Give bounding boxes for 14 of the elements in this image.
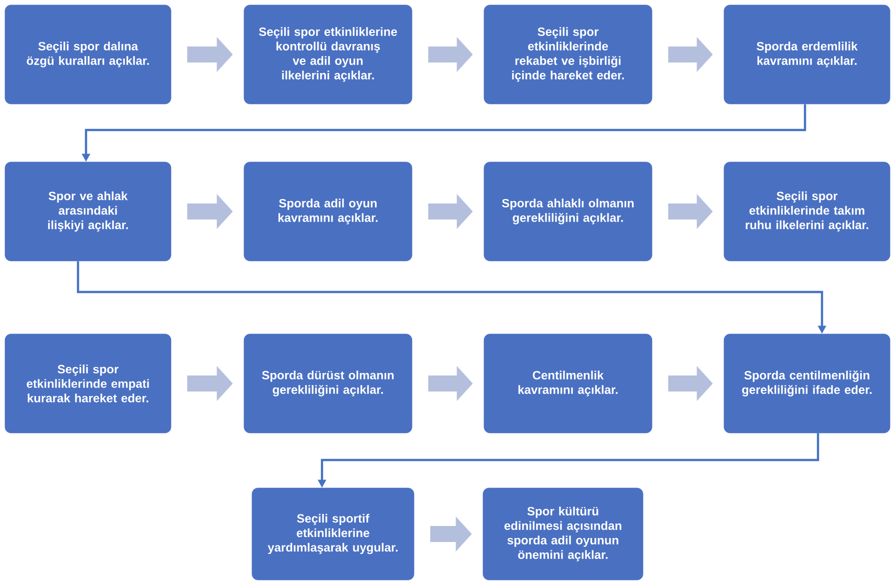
process-box: Sporda adil oyun kavramını açıklar. xyxy=(244,162,412,262)
process-box: Seçili sportif etkinliklerine yardımlaşarak uygular. xyxy=(252,488,414,580)
process-box: Spor ve ahlak arasındaki ilişkiyi açıklar. xyxy=(4,162,172,262)
process-box: Spor kültürü edinilmesi açısından sporda adil oyunun önemini açıklar. xyxy=(482,488,644,580)
process-box: Seçili spor etkinliklerine kontrollü davranış ve adil oyun ilkelerini açıklar. xyxy=(244,4,412,104)
process-box: Seçili spor etkinliklerinde rekabet ve işbirliği içinde hareket eder. xyxy=(484,4,652,104)
process-box: Sporda dürüst olmanın gerekliliğini açıklar. xyxy=(244,334,412,434)
process-box: Seçili spor etkinliklerinde empati kurarak hareket eder. xyxy=(4,334,172,434)
process-box: Centilmenlik kavramını açıklar. xyxy=(484,334,652,434)
process-box: Sporda centilmenliğin gerekliliğini ifade eder. xyxy=(724,334,890,434)
process-box: Seçili spor etkinliklerinde takım ruhu ilkelerini açıklar. xyxy=(724,162,890,262)
process-box: Sporda erdemlilik kavramını açıklar. xyxy=(724,4,890,104)
process-box: Seçili spor dalına özgü kuralları açıklar. xyxy=(4,4,172,104)
process-box: Sporda ahlaklı olmanın gerekliliğini açıklar. xyxy=(484,162,652,262)
